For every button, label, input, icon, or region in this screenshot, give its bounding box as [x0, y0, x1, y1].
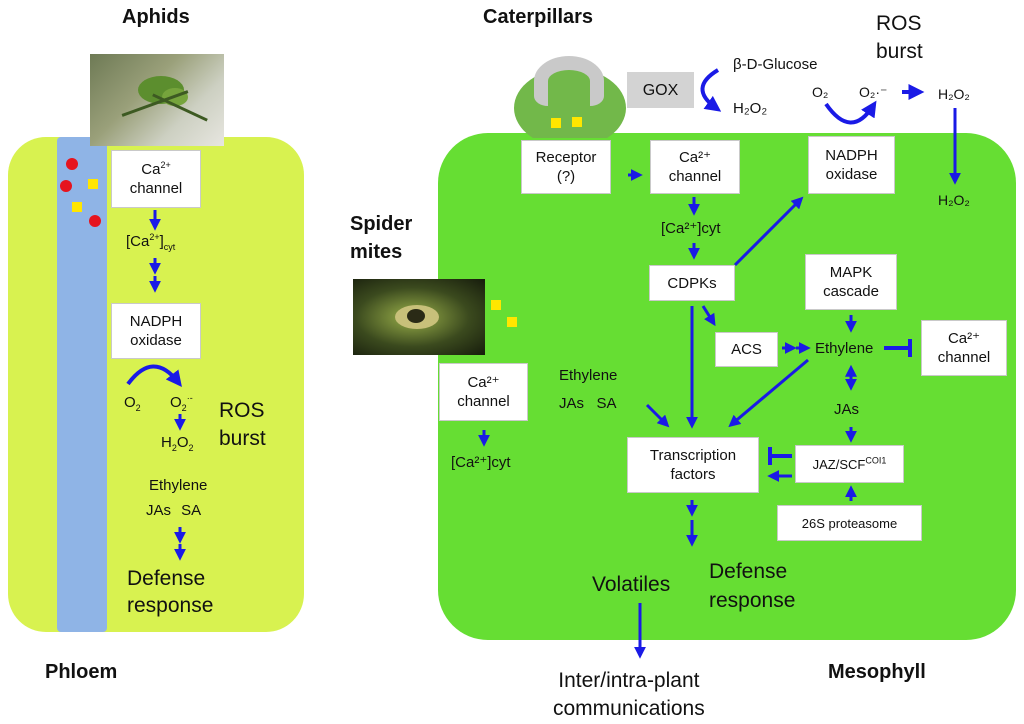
- signal-dot-red: [66, 158, 78, 170]
- ethylene-left: Ethylene: [559, 367, 618, 384]
- title-aphids: Aphids: [122, 6, 190, 28]
- phloem-ca-channel-box: Ca2+ channel: [111, 150, 201, 208]
- mesophyll-nadph-oxidase-box: NADPH oxidase: [808, 136, 895, 194]
- title-spider-mites: Spider mites: [350, 213, 413, 263]
- transcription-factors-box: Transcription factors: [627, 437, 759, 493]
- phloem-ros-burst: ROS burst: [219, 399, 266, 450]
- ethylene-node: Ethylene: [815, 340, 874, 357]
- phloem-nadph-oxidase-box: NADPH oxidase: [111, 303, 201, 359]
- title-caterpillars: Caterpillars: [483, 6, 594, 28]
- phloem-h2o2: H2O2: [161, 434, 194, 453]
- receptor-box: Receptor (?): [521, 140, 611, 194]
- mapk-cascade-box: MAPK cascade: [805, 254, 897, 310]
- arrow-cdpks-acs: [701, 305, 716, 327]
- beta-d-glucose: β-D-Glucose: [733, 56, 818, 73]
- jas-sa-left: JAs SA: [559, 395, 617, 412]
- phloem-defense-response: Defense response: [127, 567, 214, 617]
- arrow-phloem-arc: [126, 364, 182, 388]
- signal-square-yellow: [491, 300, 501, 310]
- proteasome-box: 26S proteasome: [777, 505, 922, 541]
- caterpillar-photo: [514, 48, 626, 138]
- phloem-ethylene: Ethylene: [149, 477, 208, 494]
- mesophyll-o2: O₂: [812, 84, 829, 100]
- mesophyll-ca-channel-box: Ca²⁺ channel: [650, 140, 740, 194]
- arrow-ros-arc: [824, 100, 877, 125]
- arrow-eth-tf: [728, 358, 809, 428]
- phloem-o2: O2: [124, 394, 141, 413]
- phloem-jas-sa: JAs SA: [146, 502, 202, 519]
- arrow-gox-arc: [700, 68, 722, 112]
- mite-ca-cyt: [Ca²⁺]cyt: [451, 454, 511, 471]
- phloem-superoxide: O2·-: [170, 393, 193, 413]
- mesophyll-defense-response: Defense response: [709, 560, 796, 612]
- signal-square-yellow: [88, 179, 98, 189]
- jas-node: JAs: [834, 401, 860, 418]
- mesophyll-ca-channel-right-box: Ca²⁺ channel: [921, 320, 1007, 376]
- mesophyll-h2o2-right: H₂O₂: [938, 86, 970, 102]
- mesophyll-ca-cyt: [Ca²⁺]cyt: [661, 220, 721, 237]
- mesophyll-cell: [438, 133, 1016, 640]
- signal-square-yellow: [72, 202, 82, 212]
- inter-intra-plant-communications: Inter/intra-plant communications: [553, 669, 705, 720]
- title-mesophyll: Mesophyll: [828, 661, 926, 683]
- signal-square-yellow: [551, 118, 561, 128]
- phloem-ca-cyt: [Ca2+]cyt: [126, 232, 176, 252]
- mesophyll-ros-burst: ROS burst: [876, 12, 923, 63]
- arrow-cdpks-nadph: [733, 196, 804, 267]
- signal-square-yellow: [572, 117, 582, 127]
- mite-ca-channel-box: Ca²⁺ channel: [439, 363, 528, 421]
- mesophyll-h2o2-below: H₂O₂: [938, 192, 970, 208]
- aphid-photo: [90, 54, 224, 146]
- gox-h2o2: H₂O₂: [733, 100, 768, 117]
- signal-dot-red: [89, 215, 101, 227]
- spider-mite-photo: [353, 279, 485, 355]
- acs-box: ACS: [715, 332, 778, 367]
- jaz-scf-box: JAZ/SCFCOI1: [795, 445, 904, 483]
- cdpks-box: CDPKs: [649, 265, 735, 301]
- volatiles: Volatiles: [592, 573, 671, 596]
- signal-square-yellow: [507, 317, 517, 327]
- signal-dot-red: [60, 180, 72, 192]
- gox-box: GOX: [627, 72, 694, 108]
- arrow-left-tf: [645, 403, 670, 428]
- mesophyll-superoxide: O₂·⁻: [859, 84, 888, 100]
- title-phloem: Phloem: [45, 661, 118, 683]
